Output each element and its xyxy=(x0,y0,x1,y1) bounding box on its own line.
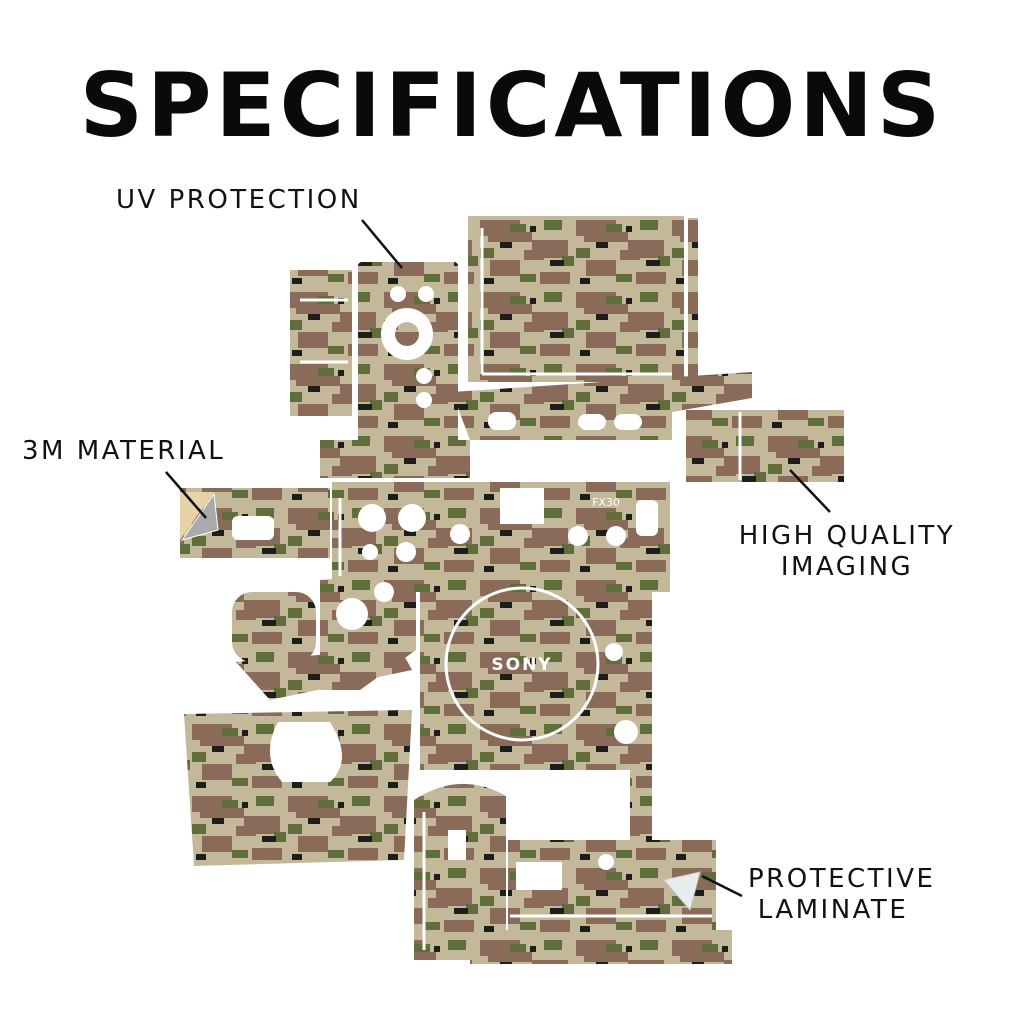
skin-piece-bottom-strip xyxy=(470,930,732,964)
callout-protective-laminate: PROTECTIVE LAMINATE xyxy=(748,864,936,926)
page-title: SPECIFICATIONS xyxy=(79,54,945,157)
button-hole xyxy=(418,286,434,302)
peel-film-corner xyxy=(180,492,219,541)
rear-cutout xyxy=(500,488,544,524)
dial-hole-inner xyxy=(395,322,419,346)
button-hole xyxy=(416,392,432,408)
brand-mark: SONY xyxy=(491,655,552,675)
rear-button-hole xyxy=(362,544,378,560)
callout-imaging-line2: IMAGING xyxy=(780,552,914,582)
skin-cutouts xyxy=(232,286,658,890)
bottom-hole xyxy=(516,862,562,890)
slot-hole xyxy=(488,412,516,430)
skin-piece-bottom-left xyxy=(414,783,506,960)
skin-piece-curved-strip xyxy=(236,648,412,700)
bottom-hole xyxy=(448,830,466,860)
leader-uv-protection xyxy=(361,219,403,269)
lens-mount-ring xyxy=(444,586,600,742)
callout-high-quality-imaging: HIGH QUALITY IMAGING xyxy=(738,521,956,583)
skin-pieces xyxy=(180,216,844,964)
callout-laminate-line1: PROTECTIVE xyxy=(748,864,936,894)
skin-piece-top-plate xyxy=(452,372,752,440)
rear-cutout xyxy=(636,500,658,536)
callout-3m-material: 3M MATERIAL xyxy=(22,436,226,466)
skin-piece-thin-strip xyxy=(688,218,698,378)
callout-imaging-line1: HIGH QUALITY xyxy=(738,521,956,551)
rear-button-hole xyxy=(358,504,386,532)
leader-3m-material xyxy=(165,471,207,519)
skin-piece-dial-panel xyxy=(358,262,458,462)
skin-piece-shoulder xyxy=(320,440,470,478)
tab-hole xyxy=(232,516,274,540)
callout-laminate-line2: LAMINATE xyxy=(757,895,909,925)
skin-piece-left-strap xyxy=(290,270,352,416)
skin-piece-top-screen xyxy=(468,216,684,382)
callout-leaders xyxy=(165,219,831,898)
rear-button-hole xyxy=(398,504,426,532)
rear-button-hole xyxy=(396,542,416,562)
grip-hole xyxy=(269,722,342,782)
dial-cover-hole xyxy=(374,582,394,602)
callout-uv-protection: UV PROTECTION xyxy=(116,185,362,215)
skin-piece-right-side xyxy=(686,410,844,482)
bottom-hole xyxy=(598,854,614,870)
peel-backing-corner xyxy=(180,492,214,540)
rear-button-hole xyxy=(568,526,588,546)
front-hole xyxy=(614,720,638,744)
front-hole xyxy=(605,643,623,661)
skin-piece-grip-oval xyxy=(232,592,316,662)
model-mark: FX30 xyxy=(592,496,620,509)
skin-piece-grip-wrap xyxy=(184,710,412,866)
leader-high-quality-imaging xyxy=(789,469,831,513)
button-hole xyxy=(390,286,406,302)
slot-hole xyxy=(578,414,606,430)
laminate-peel-corner xyxy=(663,871,701,912)
rear-button-hole xyxy=(606,526,626,546)
rear-button-hole xyxy=(450,524,470,544)
button-hole xyxy=(416,368,432,384)
dial-cover-hole xyxy=(336,598,368,630)
slot-hole xyxy=(614,414,642,430)
leader-protective-laminate xyxy=(701,874,743,898)
skin-piece-front-body xyxy=(420,592,652,840)
skin-cut-lines xyxy=(300,228,742,950)
